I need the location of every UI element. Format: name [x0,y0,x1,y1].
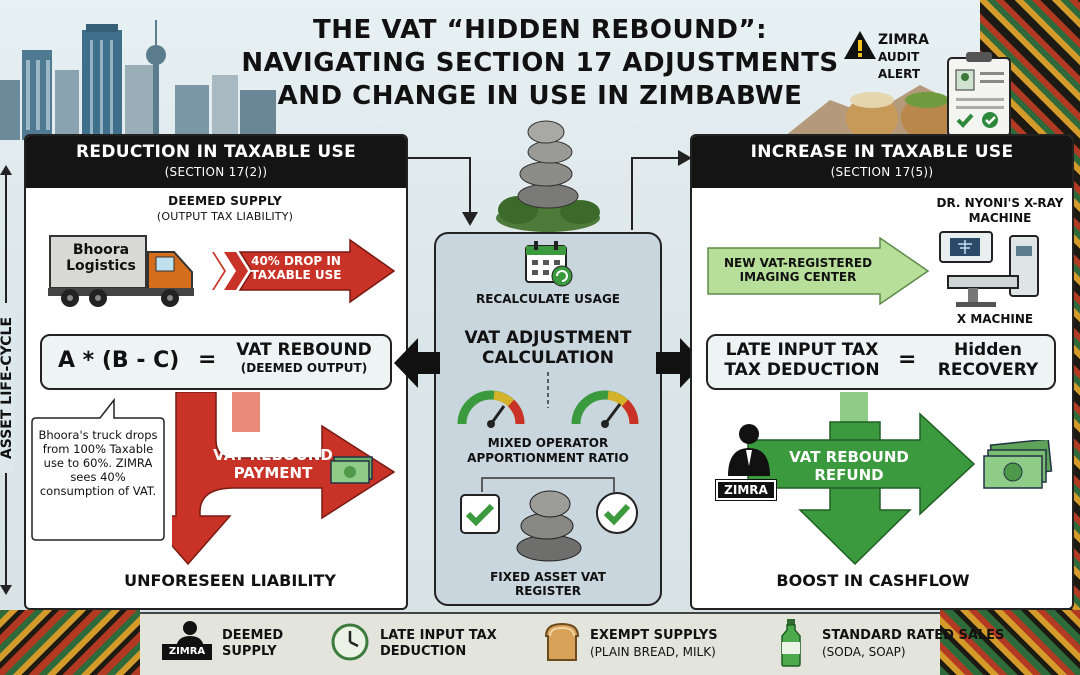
bread-icon [544,622,580,661]
clock-icon [331,623,369,661]
formula-text: A * (B - C) [58,348,180,373]
fixed-asset-register-label: FIXED ASSET VAT REGISTER [490,570,606,598]
note-text: Bhoora's truck drops from 100% Taxable u… [38,428,158,498]
truck-icon [48,235,194,307]
connector-left-down-arrow [406,157,478,226]
alert-line-1: ZIMRA [878,32,929,48]
formula-equals: = [198,347,217,372]
legend-late-input: LATE INPUT TAX DEDUCTION [380,628,497,660]
zimra-officer-icon [728,424,770,476]
xray-machine-title: DR. NYONI'S X-RAY MACHINE [936,196,1064,225]
late-input-line-2: TAX DEDUCTION [724,360,880,380]
deemed-supply-heading: DEEMED SUPPLY (OUTPUT TAX LIABILITY) [120,194,330,223]
soda-bottle-icon [781,619,801,667]
page-title: THE VAT “HIDDEN REBOUND”: NAVIGATING SEC… [230,14,850,113]
decorative-pattern-bottom-right [940,610,1080,675]
vat-rebound-label: VAT REBOUND [236,340,372,360]
right-panel-title: INCREASE IN TAXABLE USE [750,142,1014,162]
legend-bar [140,612,940,675]
deemed-supply-sub: (OUTPUT TAX LIABILITY) [156,210,294,223]
legend-3-line-1: EXEMPT SUPPLYS [590,628,718,643]
check-circle-icon-right [596,492,638,534]
clipboard-icon [947,52,1011,137]
center-title: VAT ADJUSTMENT CALCULATION [464,328,632,368]
legend-4-line-1: STANDARD RATED SALES [822,628,1005,643]
cash-stack-icon [983,440,1053,489]
left-panel-header: REDUCTION IN TAXABLE USE (SECTION 17(2)) [26,136,406,188]
legend-3-line-2: (PLAIN BREAD, MILK) [590,645,716,659]
right-formula-equals: = [898,347,917,372]
late-input-tax-group: LATE INPUT TAX TAX DEDUCTION [712,340,892,380]
right-footer: BOOST IN CASHFLOW [776,571,970,590]
stacked-stones-icon [496,120,600,232]
truck-label: Bhoora Logistics [66,242,136,274]
zimra-audit-alert: ZIMRA AUDIT ALERT [878,32,968,83]
right-panel-header: INCREASE IN TAXABLE USE (SECTION 17(5)) [692,136,1072,188]
recalculate-usage-label: RECALCULATE USAGE [475,292,620,306]
alert-line-2: AUDIT [878,50,920,64]
rebound-payment-arrow [172,392,396,566]
refund-arrow [747,392,976,566]
title-line-3: AND CHANGE IN USE IN ZIMBABWE [277,81,803,111]
calendar-refresh-icon [525,241,573,287]
gauge-icon-right [571,390,639,428]
zimra-badge: ZIMRA [715,479,777,501]
legend-2-line-2: DEDUCTION [380,644,467,659]
bracket-line [481,477,615,492]
hidden-line-2: RECOVERY [937,360,1039,380]
legend-4-line-2: (SODA, SOAP) [822,645,906,659]
title-line-1: THE VAT “HIDDEN REBOUND”: [313,15,767,45]
right-panel-subtitle: (SECTION 17(5)) [830,165,934,179]
stone-icon [516,490,582,562]
legend-1-line-1: DEEMED [222,628,284,643]
hidden-line-1: Hidden [953,340,1023,360]
left-footer: UNFORESEEN LIABILITY [124,571,336,590]
connector-right-up-arrow [631,150,692,230]
note-bubble [31,398,165,541]
alert-line-3: ALERT [878,67,921,81]
cash-icon [330,456,373,484]
produce-sacks-icon [846,92,982,138]
legend-1-line-2: SUPPLY [222,644,277,659]
left-panel-title: REDUCTION IN TAXABLE USE [76,142,356,162]
legend-zimra-badge: ZIMRA [162,644,212,660]
center-dashed-line [547,372,549,408]
hidden-recovery-group: Hidden RECOVERY [928,340,1048,380]
asset-life-cycle-label: ASSET LIFE-CYCLE [0,303,15,473]
rebound-payment-label: VAT REBOUND PAYMENT [213,446,333,482]
drop-arrow-label: 40% DROP IN TAXABLE USE [250,254,342,282]
vat-rebound-sub: (DEEMED OUTPUT) [240,361,368,375]
drop-arrow [212,238,396,304]
deemed-supply-title: DEEMED SUPPLY [168,194,282,208]
left-formula-box [40,334,392,390]
city-skyline [0,20,276,140]
warning-icon [844,31,876,59]
xray-machine-icon [939,231,1039,307]
late-input-line-1: LATE INPUT TAX [725,340,879,360]
apportionment-ratio-label: MIXED OPERATOR APPORTIONMENT RATIO [467,436,629,465]
check-box-icon-left [460,494,500,534]
imaging-center-arrow [707,236,930,306]
refund-label: VAT REBOUND REFUND [789,448,909,484]
legend-2-line-1: LATE INPUT TAX [380,628,497,643]
right-formula-box [706,334,1056,390]
xray-machine-caption: X MACHINE [956,312,1034,326]
legend-deemed-supply: DEEMED SUPPLY [222,628,283,660]
left-panel-subtitle: (SECTION 17(2)) [164,165,268,179]
title-line-2: NAVIGATING SECTION 17 ADJUSTMENTS [241,48,839,78]
decorative-pattern-bottom-left [0,610,140,675]
legend-exempt-supplies: EXEMPT SUPPLYS (PLAIN BREAD, MILK) [590,628,718,660]
vat-rebound-result: VAT REBOUND (DEEMED OUTPUT) [224,340,384,376]
imaging-center-label: NEW VAT-REGISTERED IMAGING CENTER [723,256,873,284]
center-to-left-arrow [394,338,440,388]
gauge-icon-left [457,390,525,428]
legend-standard-rated: STANDARD RATED SALES (SODA, SOAP) [822,628,1004,660]
